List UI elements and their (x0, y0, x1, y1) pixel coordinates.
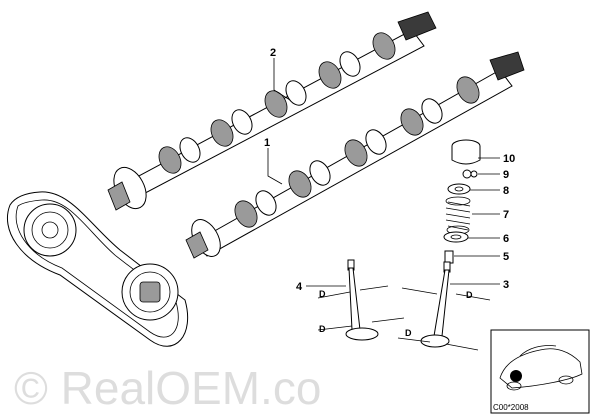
inset-code-label: C00*2008 (493, 403, 529, 412)
callout-7[interactable]: 7 (503, 209, 509, 221)
valve-stem-seal[interactable] (444, 250, 454, 264)
dim-label-3: D (319, 324, 326, 334)
valve-spring-retainer[interactable] (447, 183, 471, 195)
sprocket-upper[interactable] (23, 203, 77, 257)
intake-valve[interactable] (345, 259, 379, 341)
callout-labels: 2 1 10 9 8 7 6 5 3 4 (264, 47, 515, 293)
callout-9[interactable]: 9 (503, 169, 509, 181)
callout-8[interactable]: 8 (503, 185, 509, 197)
callout-leaders (267, 58, 500, 287)
camshaft-upper-lobes (158, 11, 437, 174)
exhaust-valve[interactable] (420, 261, 451, 348)
engine-location-marker-icon (510, 370, 522, 382)
watermark-text: © RealOEM.co (14, 362, 321, 414)
dim-label-4: D (405, 328, 412, 338)
callout-5[interactable]: 5 (503, 251, 509, 263)
valve-stem-seal-washer[interactable] (443, 231, 469, 243)
dim-label-1: D (319, 289, 326, 299)
dim-label-2: D (466, 290, 473, 300)
camshaft-lower-lobes (234, 51, 525, 228)
valve-spring[interactable] (445, 196, 471, 235)
car-outline-icon (499, 345, 583, 391)
callout-4[interactable]: 4 (296, 281, 303, 293)
valve-collets[interactable] (462, 169, 478, 179)
sprocket-lower[interactable] (121, 263, 179, 321)
callout-10[interactable]: 10 (503, 153, 515, 165)
car-locator-inset: C00*2008 (490, 329, 590, 414)
callout-2[interactable]: 2 (270, 47, 276, 59)
camshaft-lower[interactable] (185, 51, 525, 261)
bucket-tappet[interactable] (451, 139, 481, 165)
callout-6[interactable]: 6 (503, 233, 509, 245)
camshaft-upper[interactable] (107, 11, 437, 214)
callout-1[interactable]: 1 (264, 137, 270, 149)
callout-3[interactable]: 3 (503, 279, 509, 291)
dimension-markers: D D D D (317, 285, 491, 351)
